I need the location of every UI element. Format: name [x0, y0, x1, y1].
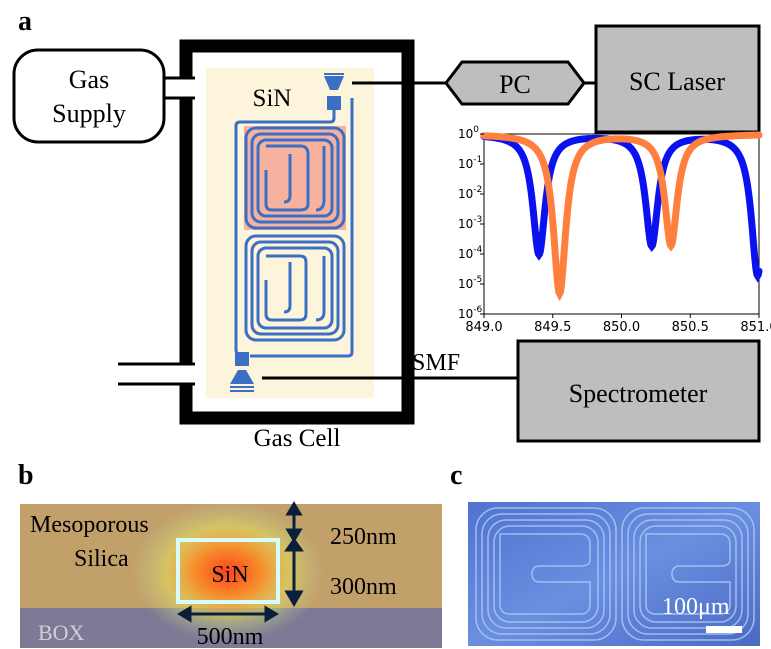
- y-tick-label: 10-5: [458, 275, 482, 291]
- spiral-upper-core-left: [264, 144, 310, 212]
- spiral-upper-ring1: [244, 126, 346, 230]
- sc-laser-label: SC Laser: [629, 67, 725, 96]
- y-tick-label: 10-3: [458, 215, 482, 231]
- series-line-2: [480, 131, 763, 302]
- x-tick-label: 849.5: [534, 320, 571, 335]
- y-tick-label: 10-2: [458, 185, 482, 201]
- x-tick-label: 851.0: [740, 320, 771, 335]
- gas-supply-box: [12, 48, 166, 144]
- micrograph: [468, 502, 760, 646]
- cladding-label-line2: Silica: [74, 546, 129, 572]
- gas-inlet-gap: [162, 78, 194, 98]
- dim-width-label: 500nm: [197, 624, 264, 649]
- dim-height-label: 300nm: [330, 574, 397, 600]
- panel-c-label: c: [450, 460, 462, 491]
- spiral-lower-ring2: [250, 240, 340, 336]
- spiral-upper-core-right: [283, 146, 326, 212]
- sin-core: [176, 538, 280, 604]
- spiral-lower-ring1: [244, 234, 346, 342]
- spectrometer-box: [516, 339, 761, 443]
- spiral-lower-ring3: [256, 246, 334, 330]
- x-tick-label: 850.0: [603, 320, 640, 335]
- pc-label: PC: [499, 70, 531, 99]
- cladding-label-line1: Mesoporous: [30, 512, 149, 538]
- sin-chip: [206, 68, 374, 398]
- spiral-lower-core-left: [264, 254, 308, 322]
- box-label: BOX: [38, 620, 85, 645]
- y-tick-label: 10-6: [458, 305, 483, 321]
- grating-coupler-bottom: [230, 352, 254, 392]
- core-label: SiN: [211, 562, 248, 588]
- spiral-upper-ring2: [250, 132, 340, 224]
- panel-b-label: b: [18, 460, 34, 491]
- sc-laser-box: [594, 24, 761, 134]
- waveguide-bus-right: [250, 98, 354, 358]
- spectrometer-label: Spectrometer: [569, 379, 708, 408]
- spiral-lower-core-right: [283, 256, 326, 322]
- y-tick-label: 100: [458, 125, 479, 141]
- spiral-upper-ring3: [256, 138, 334, 218]
- smf-label: SMF: [412, 350, 460, 376]
- gas-supply-line2: Supply: [52, 99, 126, 128]
- gas-outlet-gap: [118, 364, 194, 384]
- scale-bar: [706, 626, 742, 633]
- optical-mode: [132, 502, 324, 642]
- dimension-arrows: [177, 501, 304, 623]
- micrograph-spirals: [475, 507, 755, 641]
- dim-top-label: 250nm: [330, 524, 397, 550]
- y-tick-label: 10-1: [458, 155, 482, 171]
- gas-supply-line1: Gas: [69, 65, 109, 94]
- gas-cell-frame: [179, 39, 415, 425]
- chip-label: SiN: [253, 85, 292, 112]
- transmission-chart: 849.0 849.5 850.0 850.5 851.0 100 10-1 10-2 10-3…: [458, 125, 771, 335]
- chart-plot-area: [483, 133, 760, 315]
- grating-coupler-top: [324, 73, 344, 110]
- gas-cell-label: Gas Cell: [254, 425, 341, 452]
- x-tick-label: 849.0: [465, 320, 502, 335]
- waveguide-spirals: [234, 98, 354, 358]
- y-tick-label: 10-4: [458, 245, 483, 261]
- scale-bar-label: 100μm: [662, 594, 730, 620]
- panel-a-label: a: [18, 6, 32, 37]
- x-tick-label: 850.5: [672, 320, 709, 335]
